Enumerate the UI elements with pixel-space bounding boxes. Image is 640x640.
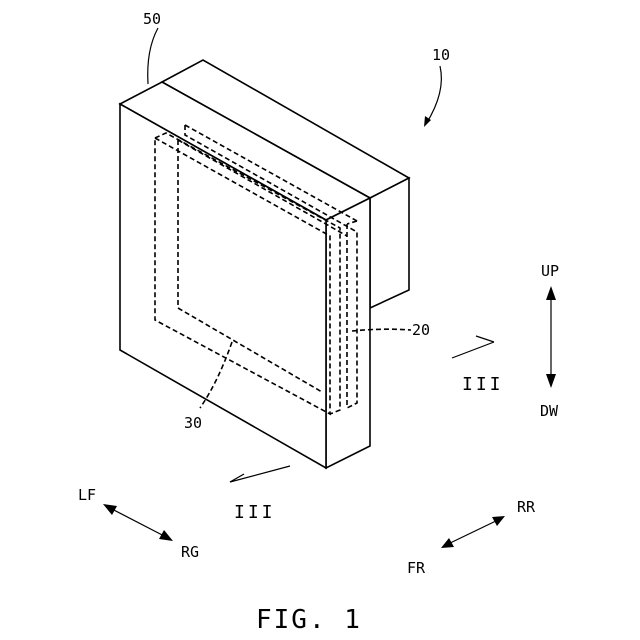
- ref-50-label: 50: [143, 10, 161, 28]
- arrow-rr-icon: [492, 516, 505, 526]
- ref-20-label: 20: [412, 321, 430, 339]
- rear-box-side: [370, 178, 409, 308]
- direction-up-down: UP DW: [540, 262, 559, 420]
- dir-up-label: UP: [541, 262, 559, 280]
- direction-rr-fr: RR FR: [407, 498, 536, 577]
- arrow-lf-icon: [103, 504, 117, 515]
- device-body: [120, 60, 409, 468]
- arrow-fr-icon: [441, 538, 454, 548]
- ref-30-label: 30: [184, 414, 202, 432]
- section-right-label: III: [462, 374, 504, 395]
- section-mark-bottom: III: [230, 466, 290, 523]
- ref-10: 10: [424, 46, 450, 127]
- figure-caption: FIG. 1: [256, 605, 362, 635]
- section-mark-right: III: [452, 336, 504, 395]
- ref-10-label: 10: [432, 46, 450, 64]
- arrow-up-icon: [546, 286, 556, 300]
- ref-50: 50: [143, 10, 161, 84]
- arrow-down-icon: [546, 374, 556, 388]
- direction-lf-rg: LF RG: [78, 486, 199, 561]
- dir-rr-label: RR: [517, 498, 536, 516]
- dir-down-label: DW: [540, 402, 559, 420]
- dir-fr-label: FR: [407, 559, 426, 577]
- dir-rg-label: RG: [181, 543, 199, 561]
- dir-lf-label: LF: [78, 486, 96, 504]
- arrow-rg-icon: [159, 530, 173, 541]
- panel-side-face: [326, 198, 370, 468]
- section-bottom-label: III: [234, 502, 276, 523]
